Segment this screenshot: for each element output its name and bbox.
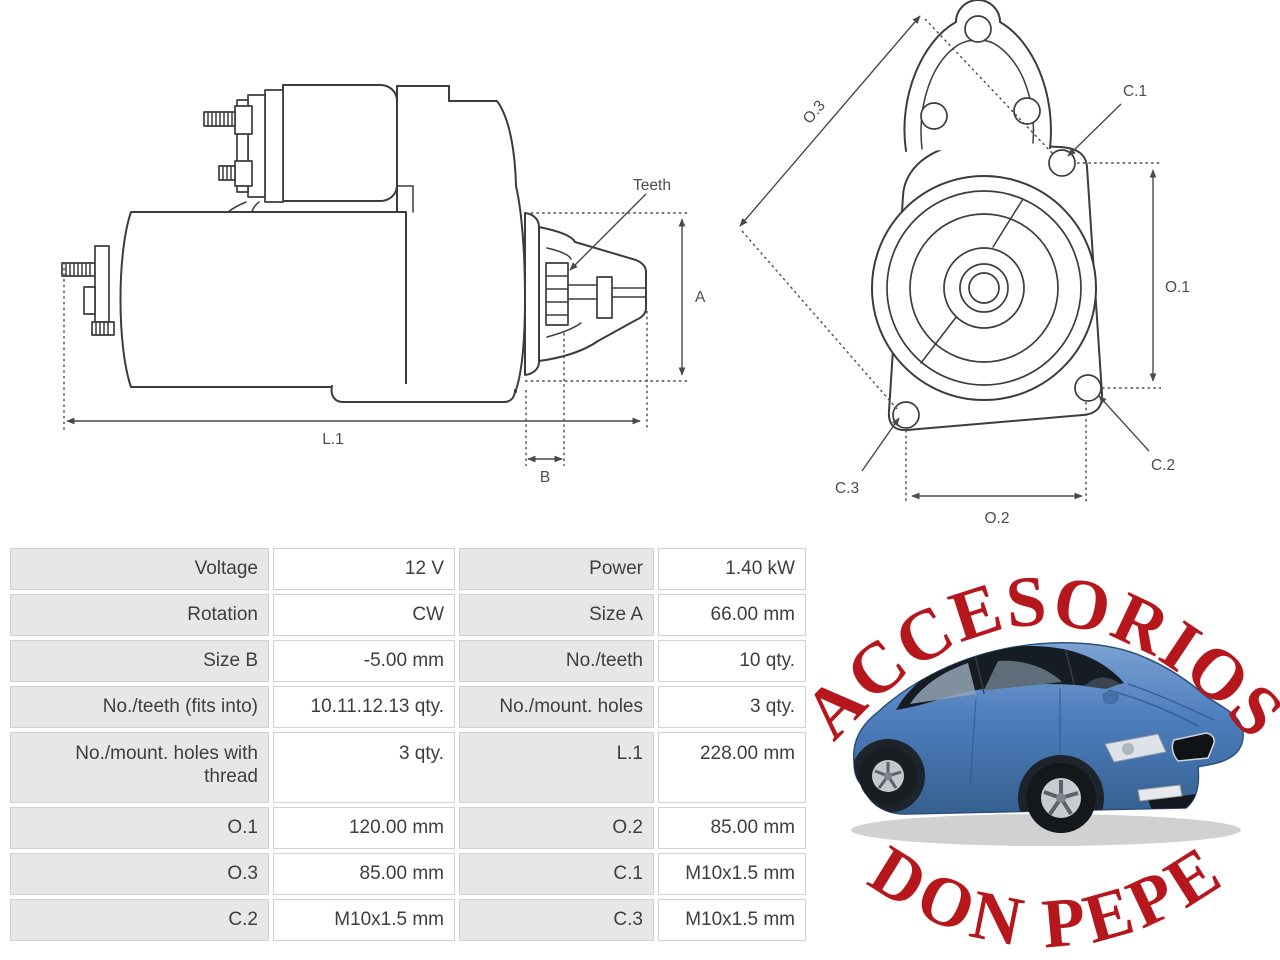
dim-label-o2: O.2 [985,510,1010,527]
side-view-drawing: Teeth A B L.1 [61,84,706,486]
spec-value: 3 qty. [273,732,455,803]
car-windshield [1084,677,1120,689]
dim-label-c2: C.2 [1151,457,1175,474]
solenoid [203,84,414,213]
spec-label: Rotation [10,594,269,636]
spec-value: 120.00 mm [273,807,455,849]
spec-value: 10 qty. [658,640,806,682]
car-image [851,642,1244,846]
spec-label: No./mount. holes with thread [10,732,269,803]
starter-motor-drawings: Teeth A B L.1 [61,0,1190,527]
spec-label: O.2 [459,807,654,849]
spec-label: No./teeth [459,640,654,682]
spec-value: M10x1.5 mm [658,899,806,941]
car-headlight [1104,733,1167,763]
solenoid-terminal-studs [203,105,253,187]
spec-label: No./teeth (fits into) [10,686,269,728]
car-rear-window [910,663,976,704]
spec-table: Voltage 12 V Power 1.40 kW Rotation CW S… [10,548,806,941]
spec-label: Power [459,548,654,590]
hole-c3 [892,401,920,429]
spec-value: 12 V [273,548,455,590]
spec-label: L.1 [459,732,654,803]
dim-label-l1: L.1 [322,431,344,448]
spec-label: C.1 [459,853,654,895]
dim-label-o1: O.1 [1165,279,1190,296]
spec-value: 228.00 mm [658,732,806,803]
car-grille [1171,732,1215,762]
pinion-gear [545,262,646,326]
hole-bracket-right [1013,97,1041,125]
hole-bracket-left [920,102,948,130]
hole-top [964,15,992,43]
spec-label: Size B [10,640,269,682]
spec-label: C.2 [10,899,269,941]
car-shadow [851,814,1241,846]
car-side-window [984,660,1062,690]
dim-label-c1: C.1 [1123,83,1147,100]
dim-label-b: B [540,469,550,486]
dim-label-teeth: Teeth [633,177,671,194]
mounting-holes [892,15,1102,429]
spec-value: 66.00 mm [658,594,806,636]
rear-terminal-group [61,245,115,336]
spec-value: 10.11.12.13 qty. [273,686,455,728]
gear-housing-circles [871,175,1097,401]
accesorios-don-pepe-logo: ACCESORIOS DON PEPE [788,560,1280,960]
mounting-foot [331,384,515,402]
dim-label-o3: O.3 [800,97,829,127]
drive-end-bell [524,212,647,376]
spec-value: M10x1.5 mm [658,853,806,895]
spec-value: 3 qty. [658,686,806,728]
dim-label-a: A [695,289,706,306]
car-rear-wheel [859,747,917,805]
spec-label: Size A [459,594,654,636]
spec-label: O.3 [10,853,269,895]
spec-value: 1.40 kW [658,548,806,590]
spec-label: C.3 [459,899,654,941]
spec-value: 85.00 mm [273,853,455,895]
spec-label: O.1 [10,807,269,849]
drive-housing [396,85,526,393]
spec-label: No./mount. holes [459,686,654,728]
motor-barrel [119,211,407,388]
logo-text-bottom: DON PEPE [857,830,1238,960]
car-foglight [1137,784,1183,802]
front-view-drawing: O.3 C.1 O.1 C.2 C.3 O.2 [739,0,1190,527]
spec-label: Voltage [10,548,269,590]
car-front-wheel [1026,763,1096,833]
spec-value: M10x1.5 mm [273,899,455,941]
spec-value: 85.00 mm [658,807,806,849]
dim-label-c3: C.3 [835,480,859,497]
spec-value: CW [273,594,455,636]
hole-c2 [1074,374,1102,402]
car-mirror [1102,690,1119,705]
side-view-dimensions: Teeth A B L.1 [63,177,706,486]
spec-value: -5.00 mm [273,640,455,682]
